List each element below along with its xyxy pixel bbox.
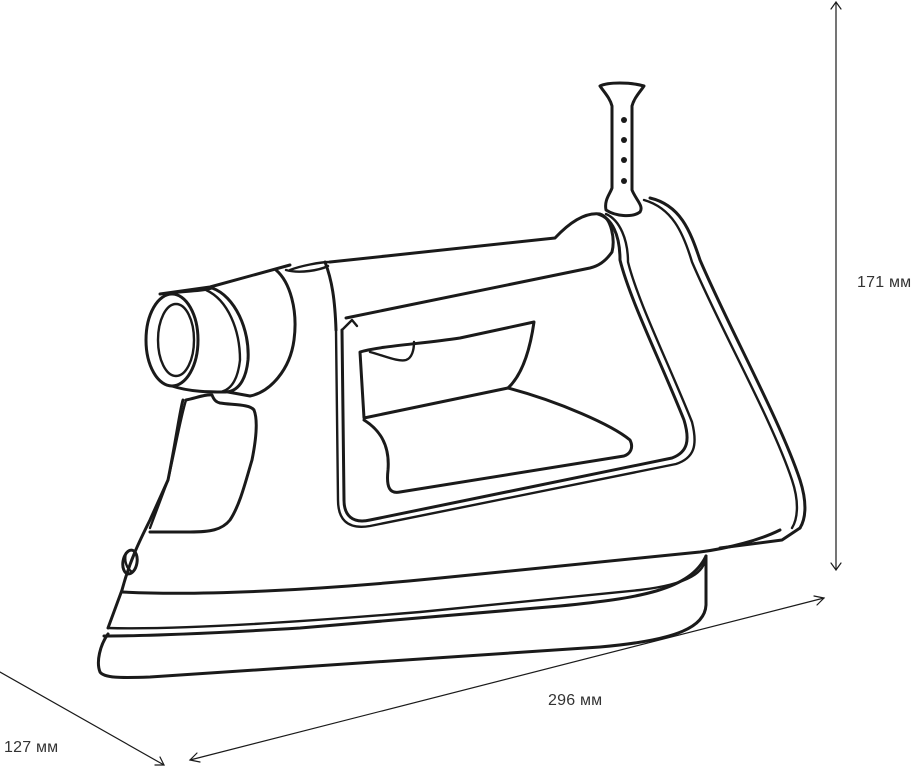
cord-guard-vent-dot xyxy=(621,178,627,184)
width-dimension-arrow xyxy=(0,671,165,766)
handle-window-cutout xyxy=(358,320,634,494)
temperature-dial xyxy=(144,263,297,398)
cord-guard-vent-dot xyxy=(621,157,627,163)
width-dimension-label: 127 мм xyxy=(4,739,59,756)
spray-button xyxy=(121,548,139,576)
soleplate xyxy=(96,554,708,679)
height-dimension-label: 171 мм xyxy=(857,274,912,291)
height-dimension-arrow xyxy=(830,0,842,572)
handle xyxy=(284,212,696,528)
length-dimension-label: 296 мм xyxy=(548,692,603,709)
iron-illustration xyxy=(96,81,807,679)
cord-guard-vent-dot xyxy=(621,137,627,143)
water-tank xyxy=(148,393,258,534)
dimension-lines xyxy=(0,0,842,766)
cord-guard-vent-dot xyxy=(621,117,627,123)
length-dimension-arrow xyxy=(188,595,826,763)
cord-guard xyxy=(598,81,646,218)
